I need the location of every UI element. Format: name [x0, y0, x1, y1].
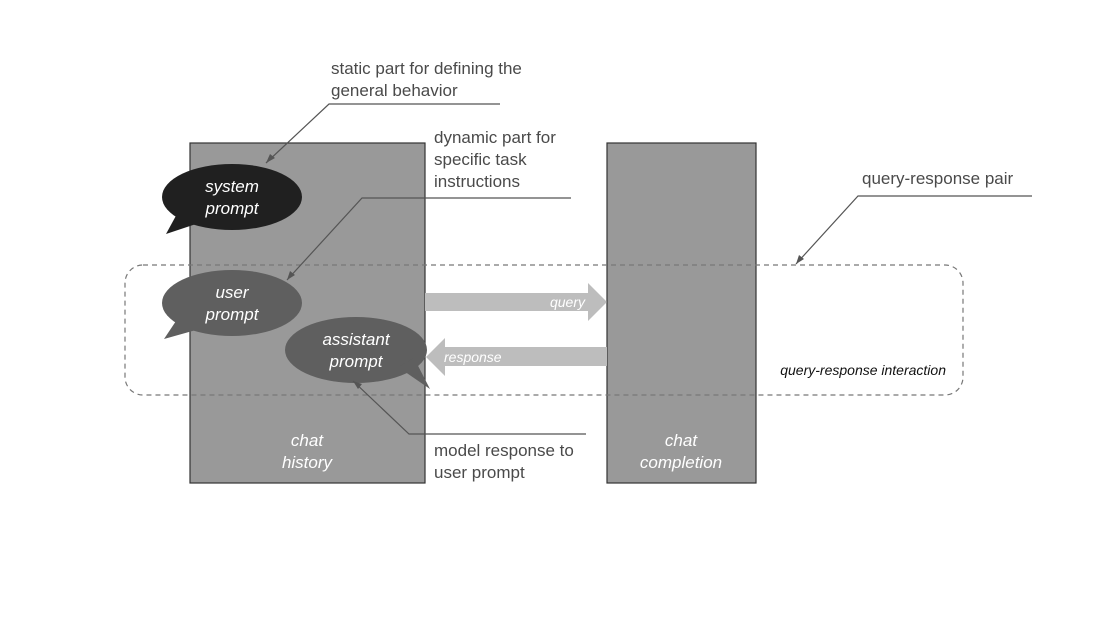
- static-part-line2: general behavior: [331, 81, 458, 100]
- query-response-pair-annotation: query-response pair: [795, 169, 1032, 265]
- response-arrow: [426, 338, 607, 376]
- assistant-prompt-line1: assistant: [322, 330, 390, 349]
- dynamic-part-line2: specific task: [434, 150, 527, 169]
- query-arrow: [425, 283, 607, 321]
- model-response-annotation: model response to user prompt: [352, 380, 586, 482]
- chat-history-label-line2: history: [282, 453, 334, 472]
- model-response-line2: user prompt: [434, 463, 525, 482]
- system-prompt-bubble: system prompt: [162, 164, 302, 234]
- dynamic-part-line1: dynamic part for: [434, 128, 556, 147]
- chat-completion-box: [606, 142, 757, 484]
- model-response-line1: model response to: [434, 441, 574, 460]
- query-response-interaction-label: query-response interaction: [780, 362, 946, 378]
- system-prompt-line1: system: [205, 177, 259, 196]
- user-prompt-line1: user: [215, 283, 249, 302]
- user-prompt-bubble: user prompt: [162, 270, 302, 339]
- response-arrow-label: response: [444, 349, 502, 365]
- static-part-annotation: static part for defining the general beh…: [265, 59, 522, 164]
- dynamic-part-annotation: dynamic part for specific task instructi…: [286, 128, 571, 281]
- dynamic-part-line3: instructions: [434, 172, 520, 191]
- assistant-prompt-bubble: assistant prompt: [285, 317, 430, 389]
- system-prompt-line2: prompt: [205, 199, 260, 218]
- query-arrow-label: query: [550, 294, 586, 310]
- static-part-line1: static part for defining the: [331, 59, 522, 78]
- query-response-pair-label: query-response pair: [862, 169, 1014, 188]
- chat-completion-label-line2: completion: [640, 453, 722, 472]
- chat-completion-label-line1: chat: [665, 431, 698, 450]
- user-prompt-line2: prompt: [205, 305, 260, 324]
- query-response-interaction-region: [124, 264, 964, 396]
- chat-history-label-line1: chat: [291, 431, 324, 450]
- assistant-prompt-line2: prompt: [329, 352, 384, 371]
